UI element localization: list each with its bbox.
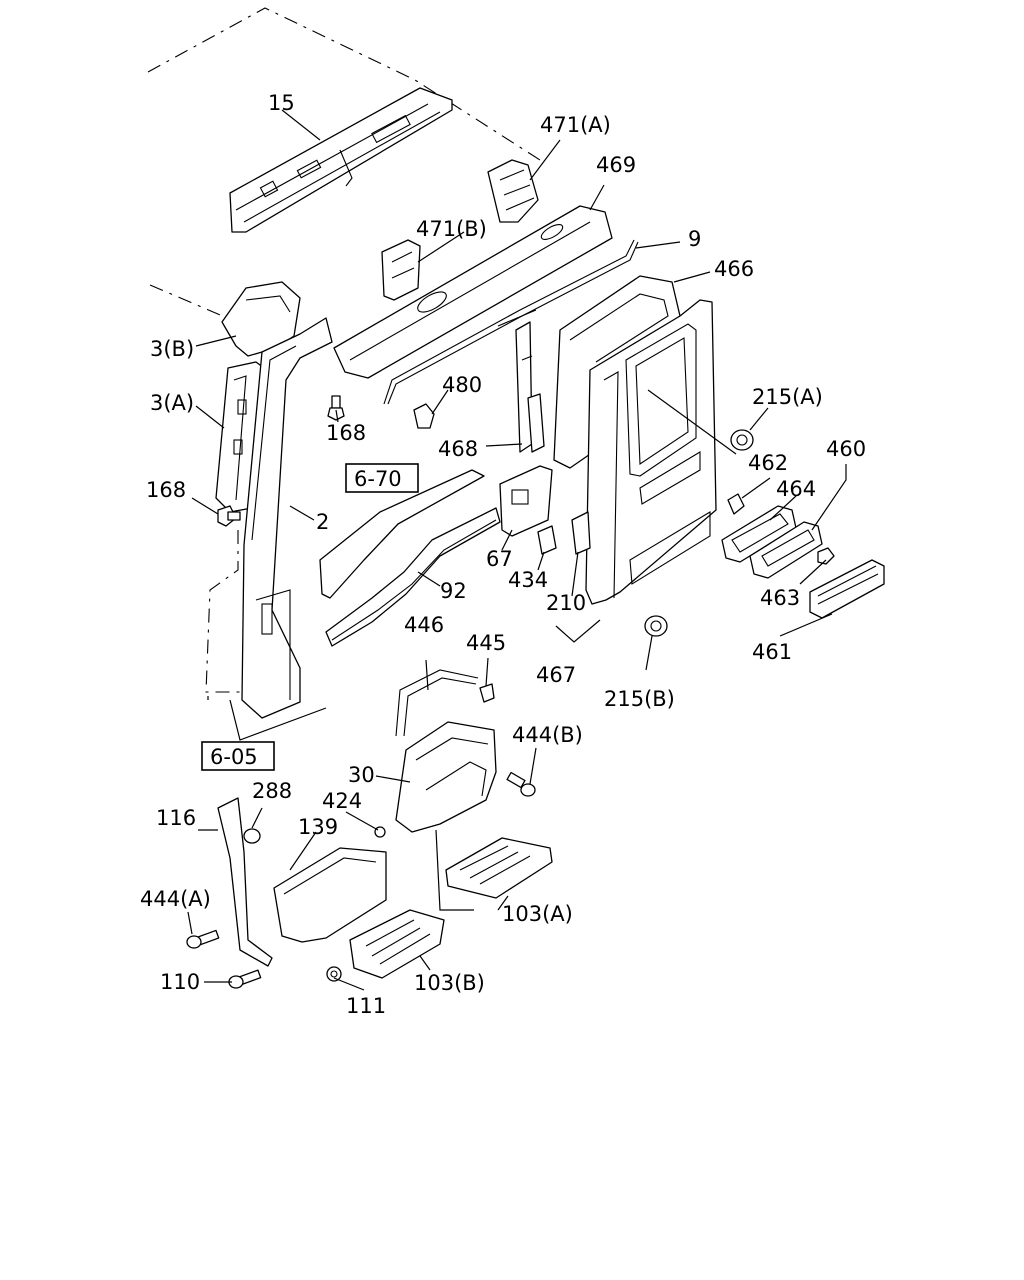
pillar-hidden-outline — [205, 530, 242, 693]
label-460: 460 — [826, 437, 866, 461]
bracket-471a — [487, 159, 539, 223]
label-110: 110 — [160, 970, 200, 994]
step-103b — [349, 909, 445, 979]
label-30: 30 — [348, 763, 375, 787]
reference-box-6-05[interactable]: 6-05 — [201, 741, 275, 771]
bracket-210 — [571, 511, 591, 555]
label-92: 92 — [440, 579, 467, 603]
label-462: 462 — [748, 451, 788, 475]
label-434: 434 — [508, 568, 548, 592]
label-461: 461 — [752, 640, 792, 664]
label-139: 139 — [298, 815, 338, 839]
reference-6-70-text: 6-70 — [354, 467, 402, 491]
label-2: 2 — [316, 510, 329, 534]
label-215b: 215(B) — [604, 687, 675, 711]
label-444b: 444(B) — [512, 723, 583, 747]
label-111: 111 — [346, 994, 386, 1018]
rear-door-467 — [585, 299, 737, 605]
reference-box-6-70[interactable]: 6-70 — [345, 463, 419, 493]
label-471a: 471(A) — [540, 113, 611, 137]
label-480: 480 — [442, 373, 482, 397]
label-424: 424 — [322, 789, 362, 813]
step-103a — [445, 837, 553, 899]
lower-rail-92 — [319, 469, 501, 647]
label-215a: 215(A) — [752, 385, 823, 409]
a-pillar-2 — [241, 317, 333, 719]
label-469: 469 — [596, 153, 636, 177]
clip-462 — [727, 493, 745, 515]
label-3a: 3(A) — [150, 391, 194, 415]
seal-446 — [395, 669, 479, 737]
clip-480 — [413, 403, 435, 429]
label-463: 463 — [760, 586, 800, 610]
label-168-lower: 168 — [146, 478, 186, 502]
label-471b: 471(B) — [416, 217, 487, 241]
bolt-444b — [506, 771, 536, 797]
screw-463 — [817, 547, 835, 565]
label-3b: 3(B) — [150, 337, 194, 361]
bolt-110 — [228, 969, 262, 989]
nut-288 — [243, 828, 261, 844]
handle-base-463 — [749, 521, 823, 579]
roof-header-panel — [229, 87, 453, 233]
leader-lines — [187, 109, 847, 991]
label-468: 468 — [438, 437, 478, 461]
label-464: 464 — [776, 477, 816, 501]
part-labels: 15 471(A) 469 471(B) 9 466 3(B) 480 3(A)… — [140, 91, 866, 1018]
label-446: 446 — [404, 613, 444, 637]
label-9: 9 — [688, 227, 701, 251]
label-210: 210 — [546, 591, 586, 615]
bracket-116 — [217, 797, 273, 967]
bracket-67 — [499, 465, 553, 537]
label-103a: 103(A) — [502, 902, 573, 926]
label-288: 288 — [252, 779, 292, 803]
washer-111 — [326, 966, 342, 982]
step-bracket-30 — [395, 721, 497, 833]
label-445: 445 — [466, 631, 506, 655]
cab-outline-dashdot-lower — [149, 284, 233, 321]
bolt-168-upper — [327, 395, 345, 421]
clip-434 — [537, 525, 557, 555]
bracket-471b — [381, 239, 421, 301]
bolt-444a — [186, 929, 220, 949]
roof-rail-469 — [333, 205, 613, 379]
reference-6-05-text: 6-05 — [210, 745, 258, 769]
label-116: 116 — [156, 806, 196, 830]
cab-outline-dashdot — [147, 7, 541, 161]
center-bracket-468 — [497, 309, 545, 453]
step-plate-139 — [273, 847, 387, 943]
label-444a: 444(A) — [140, 887, 211, 911]
plug-215a — [730, 429, 754, 451]
plug-215b — [644, 615, 668, 637]
label-168-upper: 168 — [326, 421, 366, 445]
pillar-cap-3b — [221, 281, 301, 357]
label-15: 15 — [268, 91, 295, 115]
label-467: 467 — [536, 663, 576, 687]
label-103b: 103(B) — [414, 971, 485, 995]
clip-445 — [479, 683, 495, 703]
bolt-168-lower — [217, 505, 241, 527]
handle-cover-461 — [809, 559, 885, 619]
label-67: 67 — [486, 547, 513, 571]
label-466: 466 — [714, 257, 754, 281]
